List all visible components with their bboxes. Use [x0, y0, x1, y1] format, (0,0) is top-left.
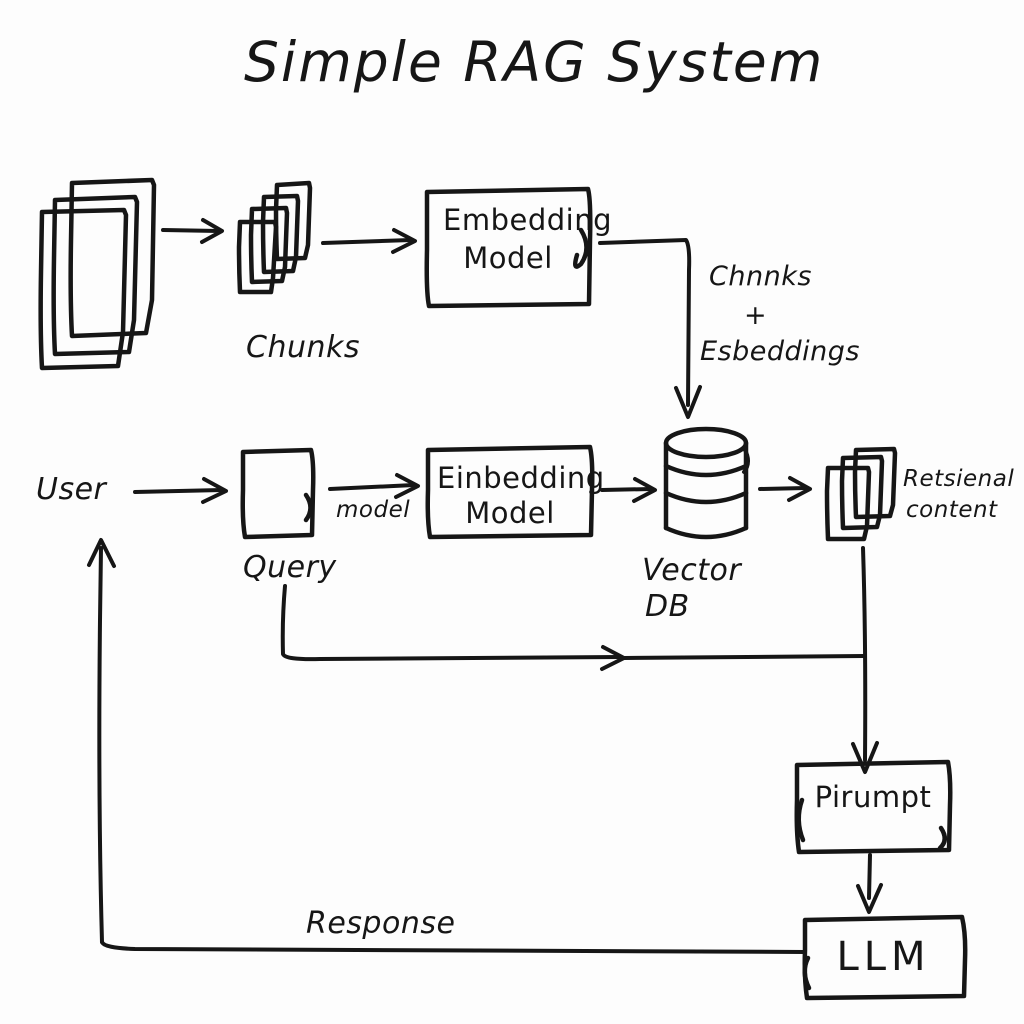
arrow-vector-db-to-retrieved: [758, 476, 812, 502]
model-arrow-label: model: [336, 497, 411, 523]
embedding-model-mid-label-line1: Einbedding: [437, 461, 605, 495]
embedding-model-top-label-line1: Embedding: [443, 203, 612, 237]
edge-retrieved-to-prompt: [851, 546, 879, 774]
vector-db-label-line2: DB: [645, 589, 690, 624]
vector-db-label-line1: Vector: [642, 553, 742, 588]
chunks-embeddings-plus: +: [744, 300, 768, 331]
prompt-label: Pirumpt: [814, 780, 932, 814]
vector-db-cylinder-icon: [663, 426, 750, 540]
embedding-model-top-label-line2: Model: [463, 241, 553, 275]
edge-query-to-prompt-join: [280, 584, 866, 671]
arrow-embedding-model-to-vector-db: [600, 477, 657, 503]
arrow-documents-to-chunks: [161, 218, 224, 244]
response-label: Response: [306, 906, 456, 941]
embedding-model-mid-box: [425, 444, 595, 540]
query-label: Query: [243, 550, 337, 585]
embedding-model-mid-label-line2: Model: [465, 496, 555, 530]
user-label: User: [36, 472, 107, 507]
chunks-embeddings-label-line2: Esbeddings: [700, 336, 860, 367]
embedding-model-top-box: [424, 186, 593, 309]
arrow-chunks-to-embedding-model: [321, 228, 417, 254]
page-title: Simple RAG System: [244, 30, 825, 94]
retrieved-content-stack-icon: [824, 446, 898, 542]
arrow-user-to-query: [133, 477, 228, 504]
chunks-embeddings-label-line1: Chnnks: [709, 261, 812, 292]
llm-label: LLM: [836, 934, 931, 980]
arrow-query-to-embedding-model: [328, 473, 420, 499]
retrieved-content-label-line1: Retsienal: [903, 466, 1015, 492]
edge-prompt-to-llm: [856, 853, 883, 914]
retrieved-content-label-line2: content: [906, 497, 998, 523]
edge-llm-response-to-user: [87, 538, 807, 954]
documents-stack-icon: [38, 177, 157, 371]
prompt-box: [794, 759, 953, 855]
query-box: [240, 447, 316, 540]
chunks-label: Chunks: [246, 330, 360, 365]
edge-embeddings-to-vector-db: [598, 238, 702, 419]
llm-box: [802, 914, 968, 1001]
chunks-stack-icon: [236, 180, 313, 295]
